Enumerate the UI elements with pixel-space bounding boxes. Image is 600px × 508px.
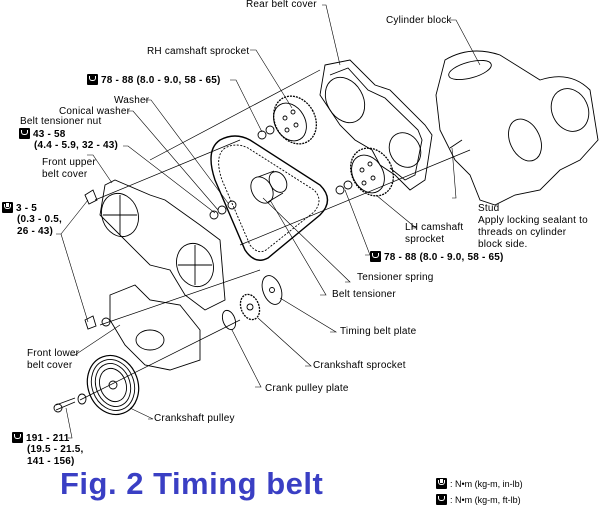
torque-spec-cover-bolt-units-1: (0.3 - 0.5, — [17, 214, 62, 225]
label-belt-tensioner-nut: Belt tensioner nut — [20, 116, 102, 127]
belt-tensioner-drawing — [209, 170, 288, 220]
assembly-axis-lines — [79, 69, 471, 401]
timing-belt-plate-drawing — [261, 275, 283, 305]
label-crankshaft-sprocket: Crankshaft sprocket — [313, 360, 406, 371]
label-crankshaft-pulley: Crankshaft pulley — [154, 413, 235, 424]
label-tensioner-spring: Tensioner spring — [357, 272, 434, 283]
torque-spec-rh-sprocket: 78 - 88 (8.0 - 9.0, 58 - 65) — [87, 74, 221, 87]
torque-value: 78 - 88 (8.0 - 9.0, 58 - 65) — [101, 75, 221, 86]
crank-pulley-plate-drawing — [221, 309, 237, 331]
rear-belt-cover-drawing — [319, 59, 433, 191]
torque-value: 43 - 58 — [33, 129, 66, 140]
torque-wrench-ftlb-icon — [436, 494, 447, 505]
leader-lines — [56, 4, 481, 439]
legend-text: : N•m (kg-m, in-lb) — [450, 479, 523, 489]
front-lower-belt-cover-drawing — [84, 284, 201, 371]
lh-camshaft-sprocket-drawing — [335, 147, 395, 197]
front-upper-belt-cover-drawing — [84, 179, 226, 311]
torque-value: 3 - 5 — [16, 203, 38, 214]
label-cylinder-block: Cylinder block — [386, 15, 452, 26]
label-front-lower-belt-cover-line1: Front lower — [27, 348, 80, 359]
torque-value: 191 - 211 — [26, 433, 70, 444]
cylinder-block-drawing — [435, 50, 599, 206]
torque-spec-cover-bolt-units-2: 26 - 43) — [17, 226, 54, 237]
stud-note-line3: block side. — [478, 239, 528, 250]
stud-note-line2: threads on cylinder — [478, 227, 567, 238]
torque-spec-pulley-bolt-units-1: (19.5 - 21.5, — [27, 444, 84, 455]
label-front-upper-belt-cover-line1: Front upper — [42, 157, 96, 168]
torque-wrench-inlb-icon — [2, 202, 13, 213]
torque-wrench-ftlb-icon — [87, 74, 98, 85]
label-rear-belt-cover: Rear belt cover — [246, 0, 317, 10]
torque-spec-pulley-bolt-units-2: 141 - 156) — [27, 456, 75, 467]
legend-item-ftlb: : N•m (kg-m, ft-lb) — [436, 494, 521, 505]
label-front-lower-belt-cover-line2: belt cover — [27, 360, 73, 371]
label-timing-belt-plate: Timing belt plate — [340, 326, 417, 337]
torque-value: 78 - 88 (8.0 - 9.0, 58 - 65) — [384, 252, 504, 263]
label-washer: Washer — [114, 95, 150, 106]
label-rh-camshaft-sprocket: RH camshaft sprocket — [147, 46, 250, 57]
label-belt-tensioner: Belt tensioner — [332, 289, 396, 300]
label-conical-washer: Conical washer — [59, 106, 131, 117]
label-lh-camshaft-sprocket-line2: sprocket — [405, 234, 445, 245]
torque-wrench-ftlb-icon — [370, 251, 381, 262]
label-front-upper-belt-cover-line2: belt cover — [42, 169, 88, 180]
torque-wrench-ftlb-icon — [12, 432, 23, 443]
torque-spec-tensioner-nut-units: (4.4 - 5.9, 32 - 43) — [34, 140, 119, 151]
stud-note-line1: Apply locking sealant to — [478, 215, 588, 226]
legend-item-inlb: : N•m (kg-m, in-lb) — [436, 478, 523, 489]
label-lh-camshaft-sprocket-line1: LH camshaft — [405, 222, 464, 233]
torque-spec-pulley-bolt: 191 - 211 — [12, 432, 70, 445]
crankshaft-pulley-drawing — [53, 354, 140, 416]
torque-spec-lh-sprocket: 78 - 88 (8.0 - 9.0, 58 - 65) — [370, 251, 504, 264]
crankshaft-sprocket-drawing — [239, 293, 261, 321]
figure-title: Fig. 2 Timing belt — [60, 466, 324, 501]
torque-spec-tensioner-nut: 43 - 58 — [19, 128, 66, 141]
torque-wrench-ftlb-icon — [19, 128, 30, 139]
timing-belt-drawing — [210, 135, 329, 261]
torque-spec-cover-bolt: 3 - 5 — [2, 202, 37, 215]
label-stud: Stud — [478, 203, 500, 214]
legend-text: : N•m (kg-m, ft-lb) — [450, 495, 521, 505]
torque-wrench-inlb-icon — [436, 478, 447, 489]
label-crank-pulley-plate: Crank pulley plate — [265, 383, 349, 394]
